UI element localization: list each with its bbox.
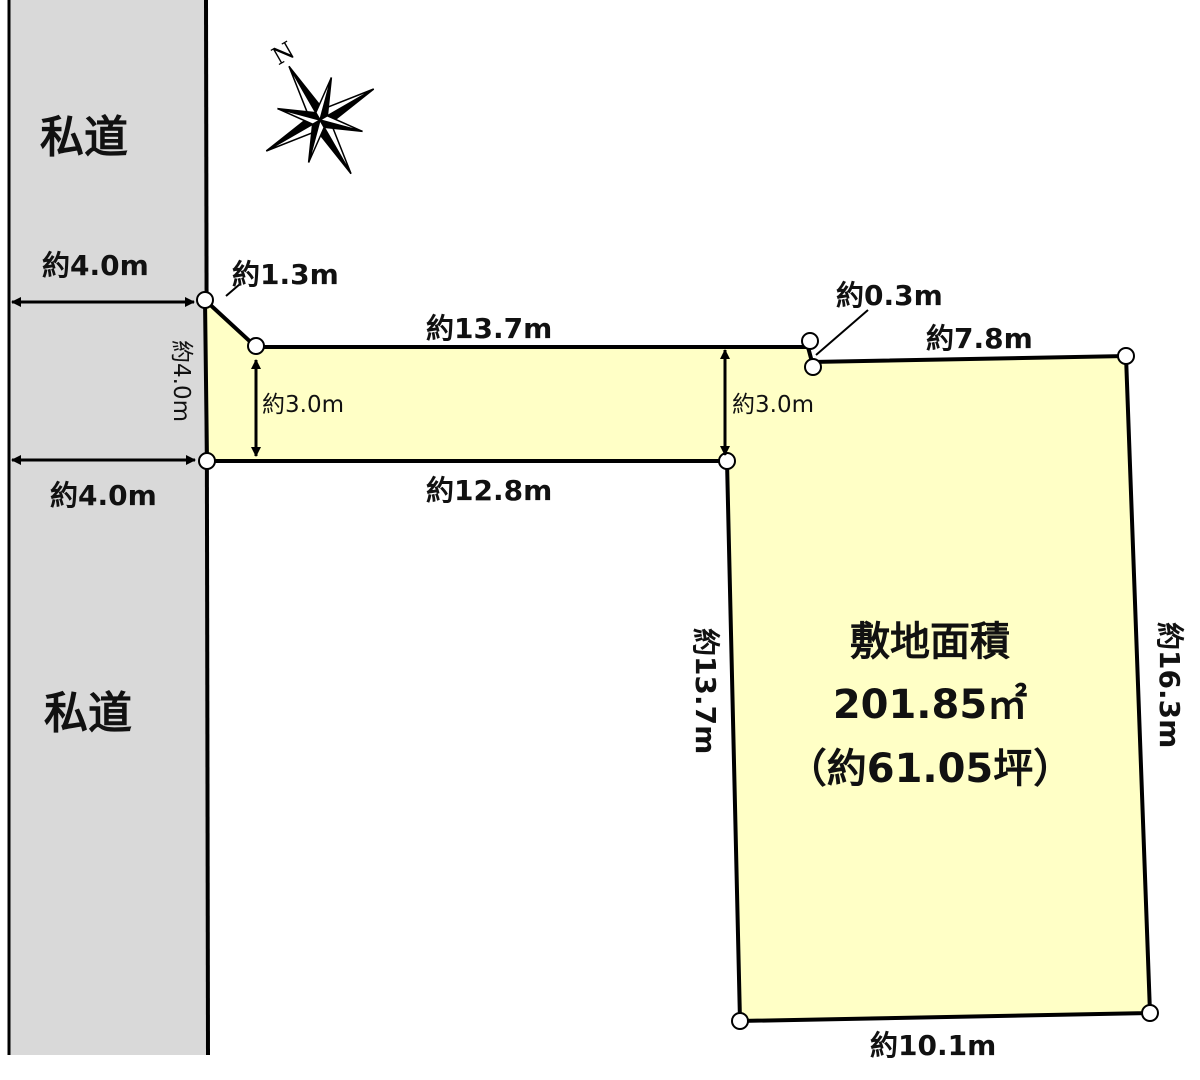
strip-width-left-label: 約3.0m: [262, 392, 344, 418]
north-label: N: [267, 36, 299, 71]
private-road: [8, 0, 207, 1055]
bottom-main-label: 約10.1m: [870, 1029, 996, 1062]
corner-cut-leader: [225, 283, 241, 297]
boundary-marker: [718, 452, 736, 470]
corner-cut-label: 約1.3m: [232, 258, 339, 291]
top-main-label: 約7.8m: [926, 322, 1033, 355]
road-label-top: 私道: [40, 112, 128, 163]
road-edge-right: [204, 0, 210, 1056]
boundary-marker: [731, 1012, 749, 1030]
boundary-marker: [1141, 1004, 1159, 1022]
site-area-title: 敷地面積: [850, 619, 1010, 665]
bottom-strip-label: 約12.8m: [426, 474, 552, 507]
road-width-bottom-label: 約4.0m: [50, 479, 157, 512]
top-strip-label: 約13.7m: [426, 312, 552, 345]
boundary-marker: [247, 337, 265, 355]
road-width-top-label: 約4.0m: [42, 249, 149, 282]
boundary-marker: [198, 452, 216, 470]
site-plot: [202, 295, 1153, 1024]
jog-label: 約0.3m: [836, 279, 943, 312]
jog-leader: [815, 309, 869, 356]
boundary-marker: [1117, 347, 1135, 365]
frontage-label: 約4.0m: [168, 340, 194, 422]
left-main-label: 約13.7m: [689, 628, 722, 754]
right-main-label: 約16.3m: [1153, 622, 1186, 748]
compass-icon: N: [265, 36, 375, 175]
site-area-tsubo: （約61.05坪）: [787, 746, 1074, 792]
boundary-marker: [804, 358, 822, 376]
road-label-bottom: 私道: [44, 688, 132, 739]
boundary-marker: [801, 332, 819, 350]
site-area-sqm: 201.85㎡: [833, 682, 1027, 728]
strip-width-right-label: 約3.0m: [732, 392, 814, 418]
boundary-marker: [196, 291, 214, 309]
boundary-markers: [196, 291, 1159, 1030]
